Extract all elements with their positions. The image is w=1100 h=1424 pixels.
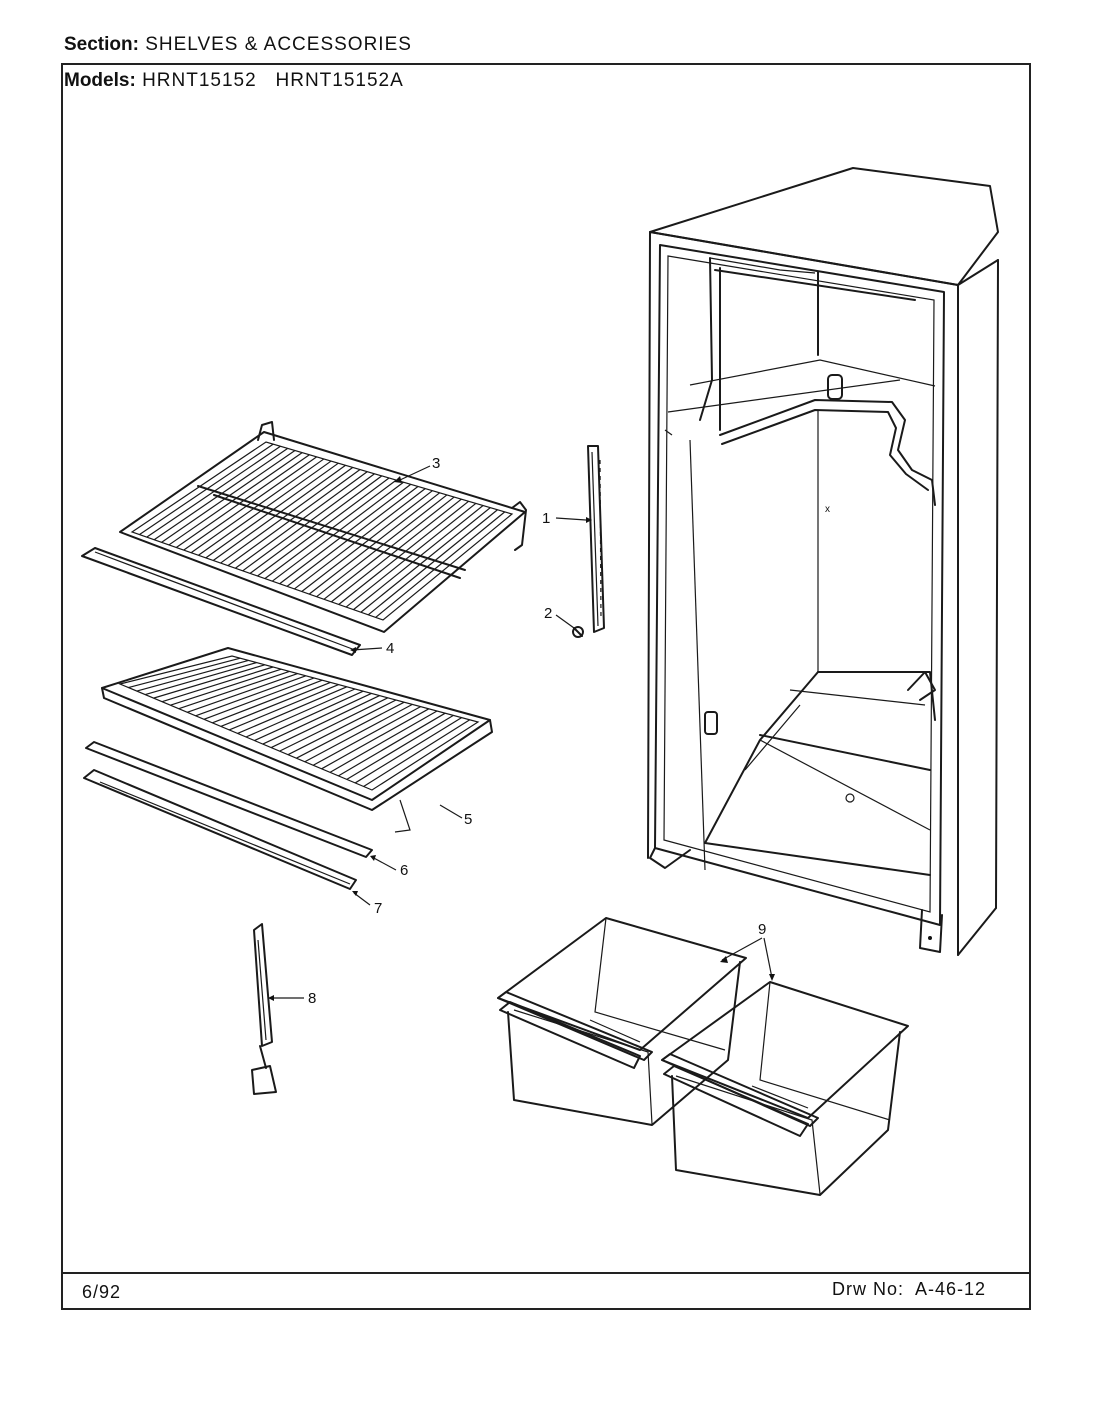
callout-4: 4 (386, 640, 394, 657)
callout-8: 8 (308, 990, 316, 1007)
models-value: HRNT15152 HRNT15152A (142, 70, 404, 91)
shelf-slat (338, 712, 446, 777)
shelf-slat (304, 703, 413, 763)
shelf-wire (301, 490, 433, 593)
shelf-wire (294, 488, 426, 590)
models-label: Models: (64, 70, 136, 91)
shelf-wire (279, 483, 412, 585)
section-value: SHELVES & ACCESSORIES (145, 34, 412, 55)
shelf-wire (198, 460, 332, 556)
shelf-wire (220, 466, 354, 564)
shelf-slat (203, 677, 315, 720)
svg-text:x: x (825, 504, 830, 515)
revision-date: 6/92 (82, 1282, 122, 1302)
shelf-slat (279, 697, 389, 752)
shelf-slat (170, 668, 282, 706)
shelf-wire (338, 500, 469, 605)
shelf-wire (249, 475, 383, 574)
shelf-slat (262, 692, 372, 745)
shelf-wire (330, 498, 462, 603)
shelf-slat (228, 684, 339, 731)
shelf-slat (153, 664, 265, 699)
footer-divider (61, 1272, 1031, 1274)
section-label: Section: (64, 34, 139, 55)
shelf-wire (264, 479, 397, 580)
shelf-slat (128, 657, 241, 689)
shelf-wire (190, 458, 325, 554)
refrigerator-cabinet: x (647, 167, 999, 956)
callout-2: 2 (544, 605, 552, 622)
shelf-wire (183, 456, 317, 551)
shelf-wire (205, 462, 339, 559)
diagram-frame (61, 63, 1031, 1310)
shelf-wire (227, 469, 361, 567)
shelf-wire (375, 511, 506, 618)
shelf-slat (178, 670, 290, 710)
shelf-wire (360, 507, 491, 613)
shelf-wire (271, 481, 404, 582)
shelf-slat (145, 662, 257, 696)
shelf-slat (321, 708, 430, 770)
slatted-shelf-part-5 (101, 647, 493, 833)
shelf-slat (346, 714, 454, 780)
shelf-trim-part-4 (81, 547, 361, 656)
shelf-slat (220, 681, 331, 727)
callout-3: 3 (432, 455, 440, 472)
shelf-slat (212, 679, 323, 724)
shelf-wire (242, 473, 375, 572)
callout-9: 9 (758, 921, 766, 938)
shelf-slat (237, 686, 348, 735)
shelf-slat (270, 695, 380, 749)
callout-1: 1 (542, 510, 550, 527)
shelf-slat (296, 701, 405, 759)
wire-shelf-part-3 (119, 421, 527, 633)
shelf-wire (257, 477, 390, 577)
shelf-wire (316, 494, 448, 598)
trim-strip-part-6 (85, 741, 373, 858)
drawing-number: Drw No: A-46-12 (832, 1279, 987, 1299)
callout-7: 7 (374, 900, 382, 917)
shelf-slat (354, 717, 462, 784)
shelf-wire (234, 471, 368, 569)
shelf-wire (286, 485, 419, 587)
shelf-slat (161, 666, 274, 703)
shelf-slat (329, 710, 438, 773)
shelf-slat (254, 690, 364, 742)
models-heading: Models: HRNT15152 HRNT15152A (64, 70, 404, 92)
shelf-slat (312, 706, 421, 766)
shelf-slat (245, 688, 356, 738)
tube-part-8 (251, 923, 277, 1095)
callout-leaders (268, 465, 775, 1001)
shelf-slat (187, 673, 298, 713)
shelf-slat (136, 659, 249, 692)
callout-6: 6 (400, 862, 408, 879)
shelf-slat (363, 719, 471, 787)
shelf-wire (345, 502, 477, 608)
shelf-slat (287, 699, 397, 756)
shelf-wire (308, 492, 441, 595)
shelf-wire (212, 464, 346, 561)
shelf-wire (367, 509, 498, 616)
screw-part-2 (572, 626, 584, 638)
shelf-wire (323, 496, 455, 600)
shelf-support-part-1 (587, 445, 605, 633)
shelf-slat (195, 675, 307, 717)
trim-strip-part-7 (83, 769, 357, 890)
shelf-wire (353, 505, 484, 611)
callout-5: 5 (464, 811, 472, 828)
section-heading: Section: SHELVES & ACCESSORIES (64, 34, 412, 56)
crisper-drawer-right-part-9 (661, 981, 909, 1196)
crisper-drawer-left-part-9 (497, 917, 747, 1126)
